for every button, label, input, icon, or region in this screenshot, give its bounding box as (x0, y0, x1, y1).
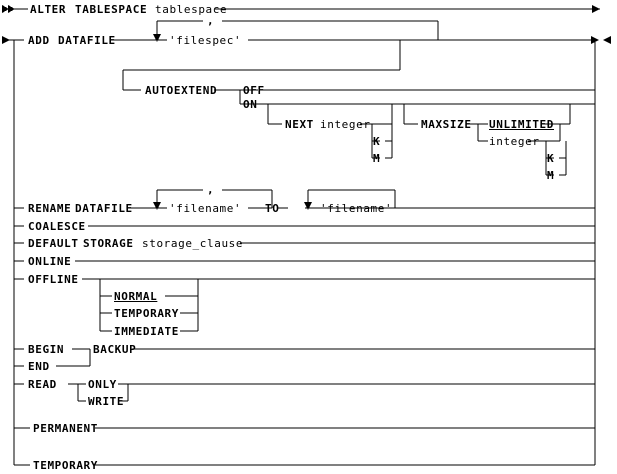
token-coalesce: COALESCE (28, 220, 86, 233)
token-on: ON (243, 98, 258, 111)
token-alter: ALTER (30, 3, 67, 16)
loop-arrow-filespec (153, 34, 161, 42)
token-rename-datafile: DATAFILE (75, 202, 133, 215)
token-next: NEXT (285, 118, 314, 131)
token-temporary: TEMPORARY (33, 459, 99, 472)
token-write: WRITE (88, 395, 125, 408)
token-to: TO (265, 202, 280, 215)
token-storage: STORAGE (83, 237, 134, 250)
token-next-m: M (373, 152, 381, 165)
token-normal: NORMAL (114, 290, 158, 303)
token-storage-clause: storage_clause (142, 237, 244, 250)
loop-arrow-filename-to (304, 202, 312, 210)
token-tablespace-kw: TABLESPACE (75, 3, 148, 16)
token-begin: BEGIN (28, 343, 65, 356)
start-arrow-row2 (2, 36, 10, 44)
token-off: OFF (243, 84, 265, 97)
end-arrow-row1 (592, 5, 600, 13)
token-comma-filespec: , (207, 14, 215, 27)
terminator-right-arrow (591, 36, 599, 44)
token-next-k: K (373, 135, 381, 148)
token-maxsize-m: M (547, 169, 555, 182)
token-temporary-offline: TEMPORARY (114, 307, 180, 320)
token-autoextend: AUTOEXTEND (145, 84, 218, 97)
token-offline: OFFLINE (28, 273, 79, 286)
token-end: END (28, 360, 50, 373)
token-filespec: 'filespec' (169, 34, 242, 47)
token-filename-from: 'filename' (169, 202, 242, 215)
start-arrow-2 (8, 5, 15, 13)
token-backup: BACKUP (93, 343, 137, 356)
token-rename: RENAME (28, 202, 72, 215)
token-maxsize: MAXSIZE (421, 118, 472, 131)
token-immediate: IMMEDIATE (114, 325, 180, 338)
token-tablespace-var: tablespace (155, 3, 228, 16)
token-permanent: PERMANENT (33, 422, 99, 435)
token-comma-filename: , (207, 183, 215, 196)
token-read: READ (28, 378, 57, 391)
token-next-integer: integer (320, 118, 371, 131)
token-filename-to: 'filename' (320, 202, 393, 215)
token-datafile: DATAFILE (58, 34, 116, 47)
token-add: ADD (28, 34, 50, 47)
token-default: DEFAULT (28, 237, 79, 250)
token-online: ONLINE (28, 255, 72, 268)
token-only: ONLY (88, 378, 117, 391)
loop-arrow-filename-from (153, 202, 161, 210)
token-maxsize-integer: integer (489, 135, 540, 148)
terminator-left-arrow (603, 36, 611, 44)
start-arrow-1 (2, 5, 9, 13)
token-unlimited: UNLIMITED (489, 118, 555, 131)
token-maxsize-k: K (547, 152, 555, 165)
